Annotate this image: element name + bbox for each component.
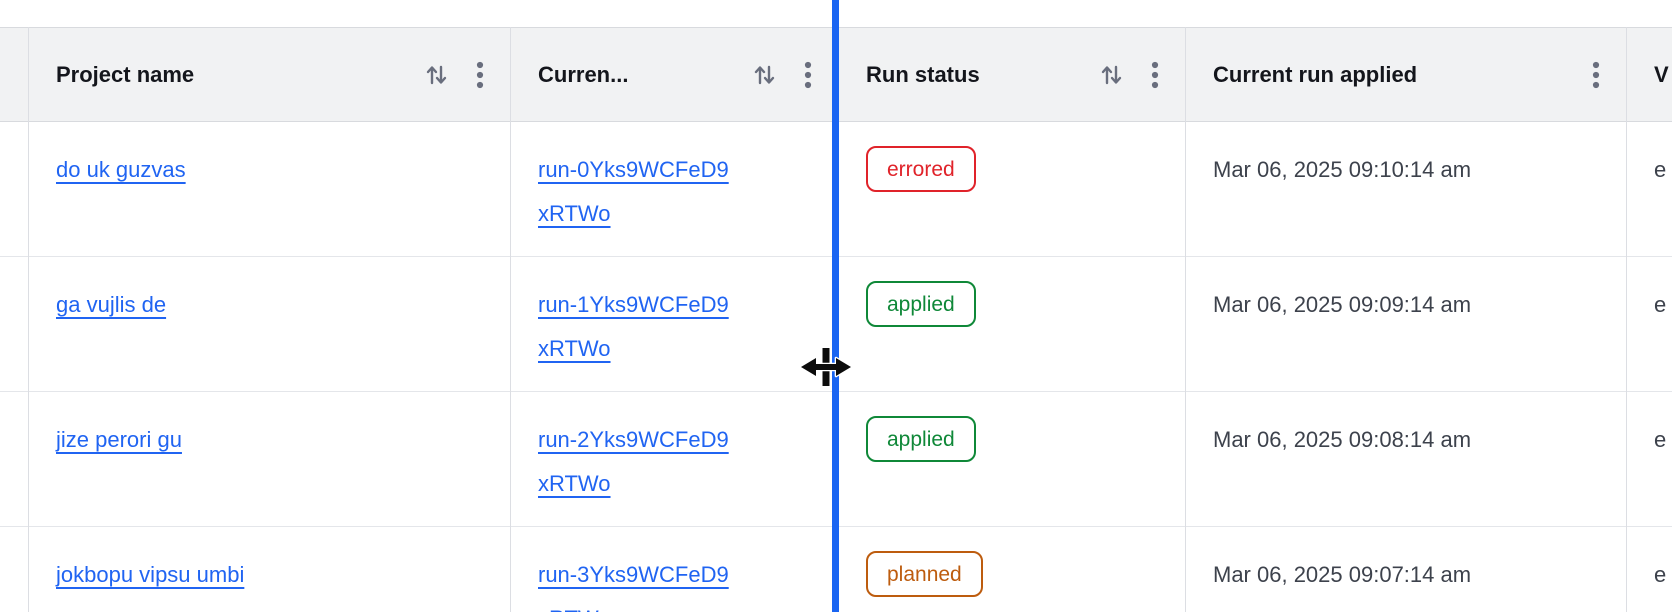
current-run-applied-timestamp: Mar 06, 2025 09:08:14 am [1213, 427, 1472, 452]
project-link[interactable]: ga vujlis de [56, 292, 167, 317]
column-header-current-run: Curren... [510, 28, 838, 121]
column-label: Project name [56, 61, 195, 87]
column-border [1626, 27, 1627, 612]
kebab-menu-icon [1592, 61, 1600, 88]
current-run-applied-timestamp: Mar 06, 2025 09:09:14 am [1213, 292, 1472, 317]
sort-button[interactable] [1099, 61, 1125, 89]
column-menu-button[interactable] [1592, 59, 1600, 91]
column-resize-indicator[interactable] [832, 0, 839, 612]
kebab-menu-icon [804, 61, 812, 88]
truncated-cell-text: e [1654, 427, 1667, 452]
truncated-cell-text: e [1654, 157, 1667, 182]
column-header-current-run-applied: Current run applied [1185, 28, 1626, 121]
column-border [28, 27, 29, 612]
table-row: jize perori gu run-2Yks9WCFeD9xRTWo appl… [0, 391, 1672, 526]
column-border [510, 27, 511, 612]
sort-button[interactable] [424, 61, 450, 89]
current-run-applied-timestamp: Mar 06, 2025 09:10:14 am [1213, 157, 1472, 182]
column-border [1185, 27, 1186, 612]
project-link[interactable]: jokbopu vipsu umbi [56, 562, 245, 587]
table-row: ga vujlis de run-1Yks9WCFeD9xRTWo applie… [0, 256, 1672, 391]
column-label: Current run applied [1213, 61, 1418, 87]
run-link[interactable]: run-0Yks9WCFeD9xRTWo [538, 157, 729, 226]
column-label: Run status [866, 61, 980, 87]
run-link[interactable]: run-1Yks9WCFeD9xRTWo [538, 292, 729, 361]
kebab-menu-icon [476, 61, 484, 88]
table-row: jokbopu vipsu umbi run-3Yks9WCFeD9xRTWo … [0, 526, 1672, 612]
column-menu-button[interactable] [476, 59, 484, 91]
sort-button[interactable] [752, 61, 778, 89]
sort-icon [754, 65, 775, 84]
column-label: V [1654, 61, 1669, 87]
current-run-applied-timestamp: Mar 06, 2025 09:07:14 am [1213, 562, 1472, 587]
column-header-truncated: V [1626, 28, 1672, 121]
column-menu-button[interactable] [804, 59, 812, 91]
table-row: do uk guzvas run-0Yks9WCFeD9xRTWo errore… [0, 121, 1672, 256]
column-label: Curren... [538, 61, 629, 87]
column-header-run-status: Run status [838, 28, 1185, 121]
run-status-badge: errored [866, 146, 976, 192]
run-status-badge: applied [866, 416, 976, 462]
sort-icon [1101, 65, 1122, 84]
column-header-project-name: Project name [28, 28, 510, 121]
project-link[interactable]: jize perori gu [56, 427, 182, 452]
truncated-cell-text: e [1654, 562, 1667, 587]
run-status-badge: applied [866, 281, 976, 327]
run-link[interactable]: run-3Yks9WCFeD9xRTWo [538, 562, 729, 612]
run-link[interactable]: run-2Yks9WCFeD9xRTWo [538, 427, 729, 496]
project-link[interactable]: do uk guzvas [56, 157, 186, 182]
kebab-menu-icon [1151, 61, 1159, 88]
sort-icon [426, 65, 447, 84]
run-status-badge: planned [866, 551, 983, 597]
column-menu-button[interactable] [1151, 59, 1159, 91]
truncated-cell-text: e [1654, 292, 1667, 317]
